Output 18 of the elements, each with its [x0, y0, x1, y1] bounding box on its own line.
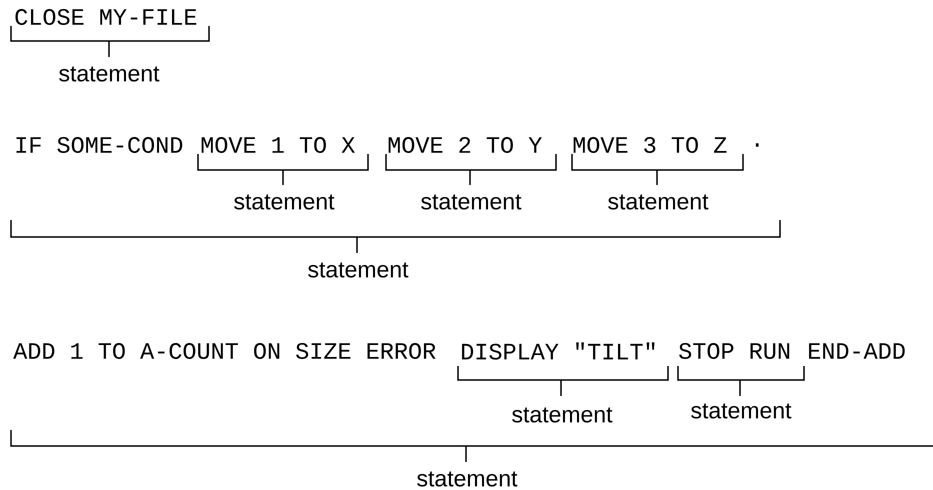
code-text: MOVE 3 TO Z	[574, 137, 726, 153]
statement-label: statement	[308, 262, 408, 278]
code-text: ADD 1 TO A-COUNT ON SIZE ERROR	[13, 343, 436, 359]
code-text: MOVE 1 TO X	[202, 137, 355, 153]
statement-label: statement	[59, 66, 160, 82]
statement-label: statement	[691, 403, 792, 419]
code-text: IF SOME-COND	[16, 137, 182, 153]
code-text: CLOSE MY-FILE	[16, 9, 196, 25]
code-text: MOVE 2 TO Y	[388, 137, 542, 153]
statement-label: statement	[512, 407, 612, 423]
statement-label: statement	[421, 194, 522, 210]
code-text: END-ADD	[809, 343, 905, 359]
code-text: DISPLAY "TILT"	[462, 342, 654, 360]
code-text: STOP RUN	[679, 343, 790, 359]
code-text: .	[756, 143, 759, 147]
statement-label: statement	[234, 194, 334, 210]
statement-label: statement	[417, 471, 518, 487]
statement-label: statement	[608, 194, 708, 210]
